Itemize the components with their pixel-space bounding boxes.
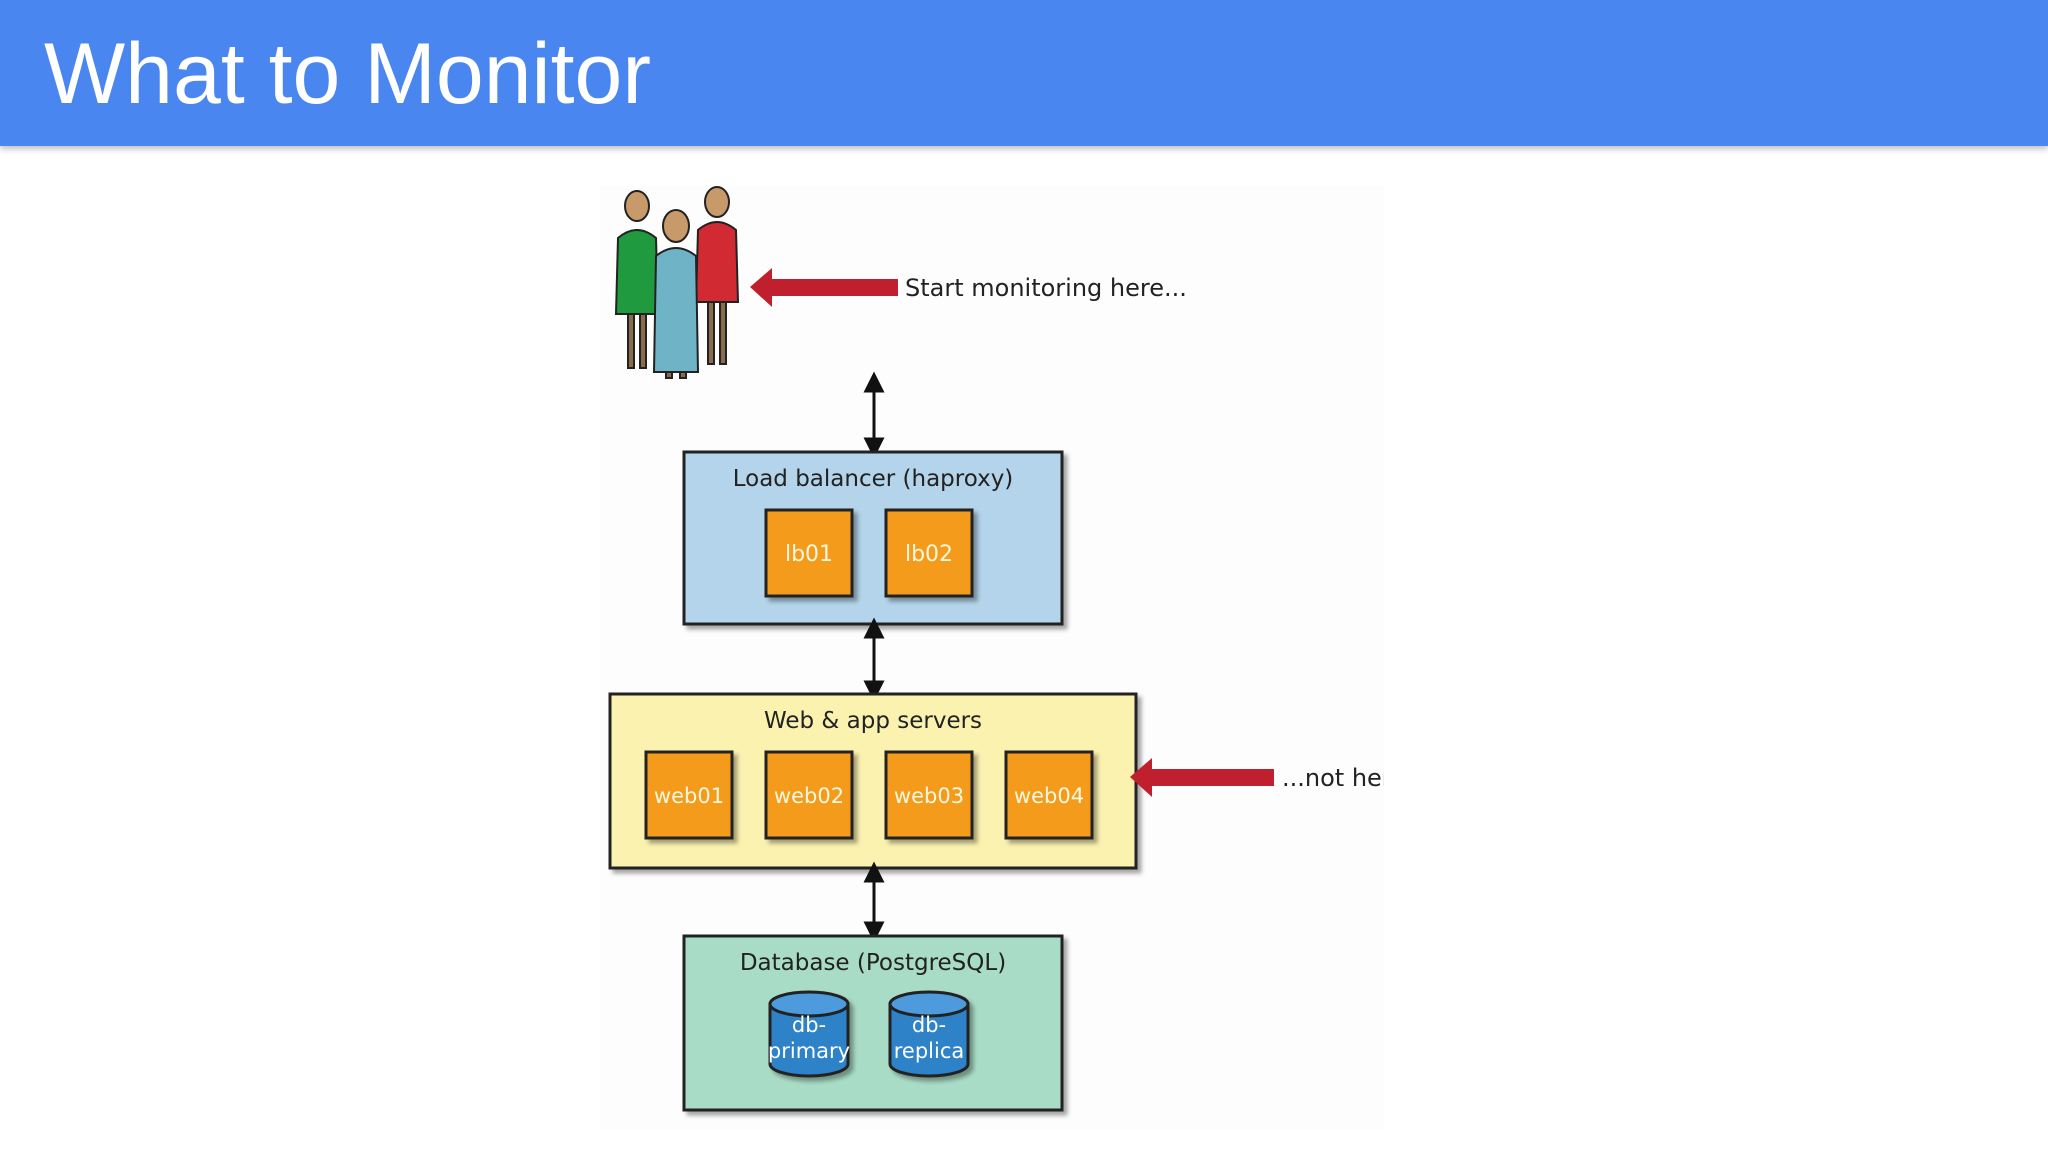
lb01-node — [764, 508, 854, 598]
web02-node — [764, 750, 854, 840]
web01-label: web01 — [654, 784, 724, 808]
slide-header: What to Monitor — [0, 0, 2048, 146]
db-replica-node — [888, 990, 970, 1078]
web-tier: Web & app servers web01 web02 web03 web0… — [608, 692, 1138, 870]
arrow-head — [1130, 758, 1152, 797]
database-box — [682, 934, 1064, 1112]
db-primary-label-line1: db- — [792, 1013, 826, 1037]
start-monitoring-label: Start monitoring here... — [905, 274, 1187, 302]
diagram-canvas: Start monitoring here... Load balancer (… — [608, 186, 1384, 1112]
load-balancer-tier: Load balancer (haproxy) lb01 lb02 — [682, 450, 1064, 626]
web01-node — [644, 750, 734, 840]
not-here-label: ...not here. — [1282, 764, 1384, 792]
lb02-node — [884, 508, 974, 598]
web04-label: web04 — [1014, 784, 1084, 808]
architecture-diagram: Start monitoring here... Load balancer (… — [600, 186, 1384, 1130]
db-primary-label-line2: primary — [768, 1039, 850, 1063]
load-balancer-label: Load balancer (haproxy) — [733, 466, 1014, 492]
not-here-arrow — [1130, 758, 1274, 797]
arrow-head — [750, 268, 772, 307]
web-tier-label: Web & app servers — [764, 708, 982, 734]
person-red-icon — [694, 186, 740, 365]
web03-label: web03 — [894, 784, 964, 808]
arrow-shaft — [772, 279, 898, 296]
db-primary-node — [768, 990, 850, 1078]
lb02-label: lb02 — [905, 542, 953, 567]
start-monitoring-arrow — [750, 268, 898, 307]
load-balancer-box — [682, 450, 1064, 626]
web04-node — [1004, 750, 1094, 840]
arrow-shaft — [1150, 769, 1274, 786]
web02-label: web02 — [774, 784, 844, 808]
database-tier: Database (PostgreSQL) db- primary db- re… — [682, 934, 1064, 1112]
slide-title: What to Monitor — [44, 26, 651, 122]
person-green-icon — [614, 190, 660, 369]
lb01-label: lb01 — [785, 542, 833, 567]
person-teal-icon — [652, 209, 700, 379]
db-replica-label-line2: replica — [894, 1039, 965, 1063]
users-group-icon — [614, 186, 740, 379]
web03-node — [884, 750, 974, 840]
db-replica-label-line1: db- — [912, 1013, 946, 1037]
database-label: Database (PostgreSQL) — [740, 950, 1006, 976]
